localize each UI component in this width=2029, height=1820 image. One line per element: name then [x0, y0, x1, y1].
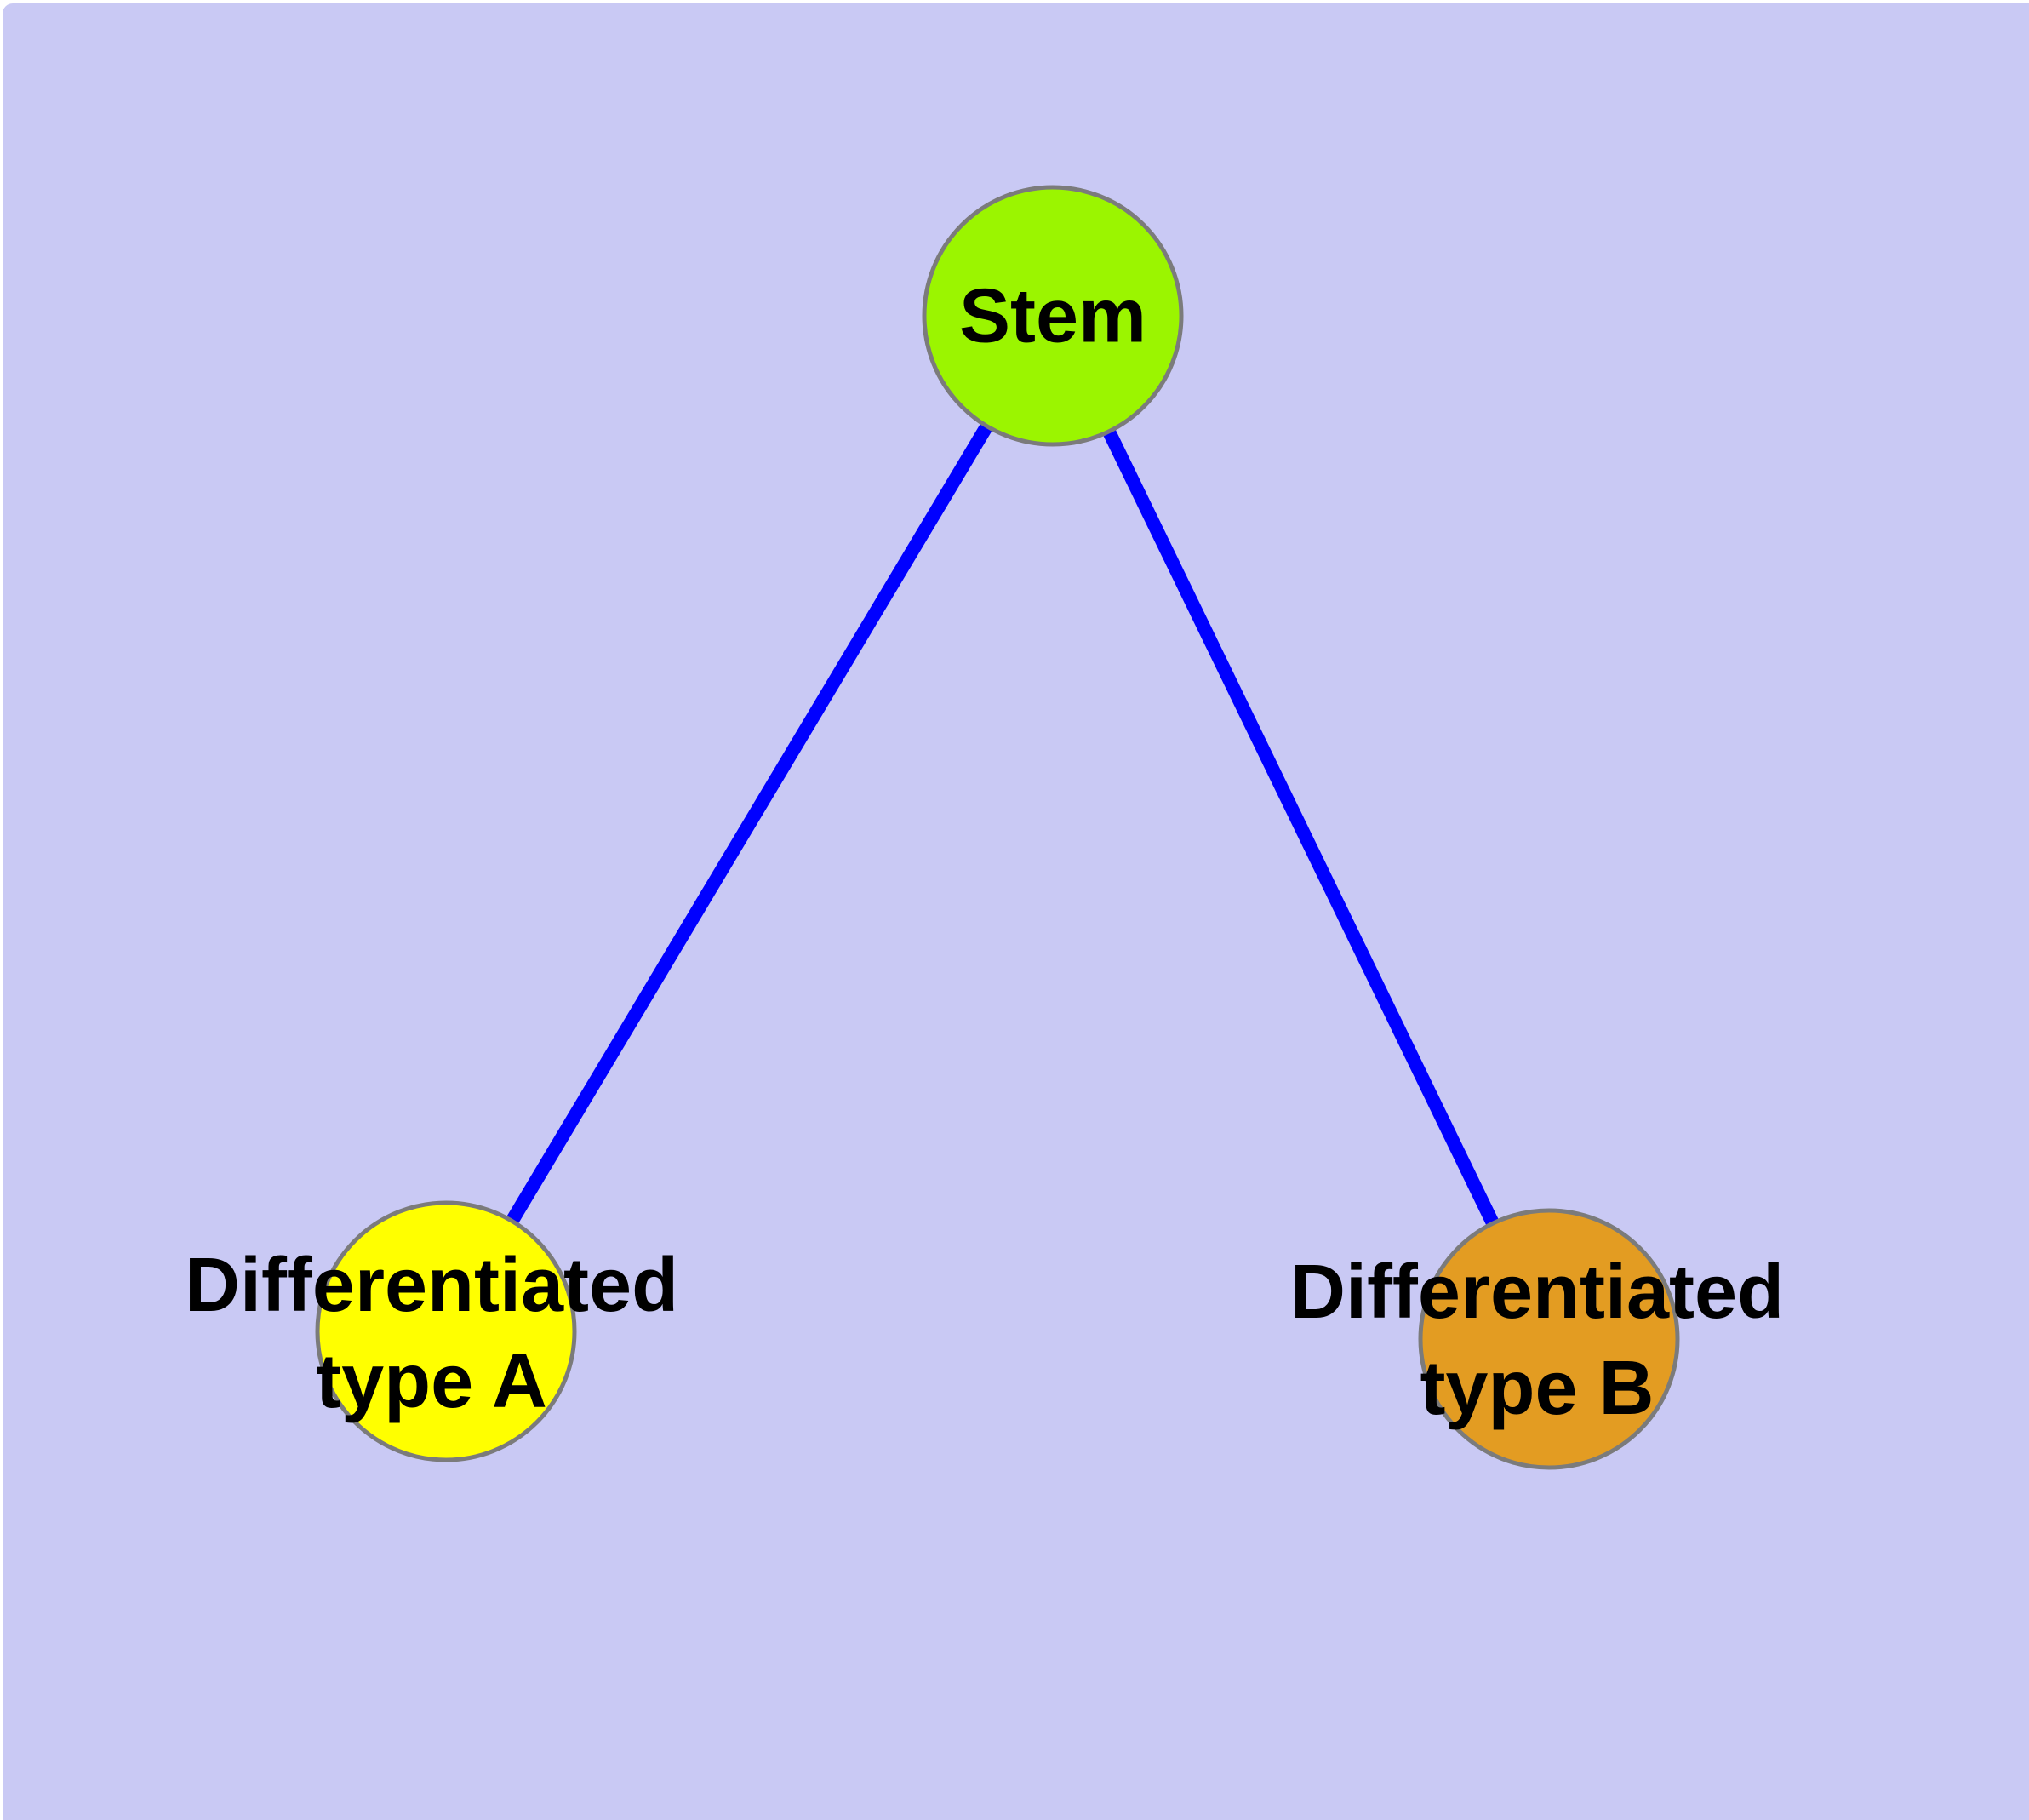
- node-label-stem: Stem: [959, 269, 1146, 365]
- edge-stem-to-type-a: [440, 312, 1059, 1336]
- node-label-type-a-line1: Differentiated: [184, 1243, 679, 1328]
- node-label-type-b-line1: Differentiated: [1289, 1250, 1785, 1335]
- node-label-type-a-line2: type A: [316, 1339, 547, 1424]
- edge-stem-to-type-b: [1046, 312, 1556, 1342]
- node-label-type-b-line2: type B: [1420, 1346, 1655, 1431]
- node-differentiated-type-a: [315, 1200, 577, 1462]
- node-label-differentiated-type-b: Differentiated type B: [1290, 1245, 1784, 1437]
- node-differentiated-type-b: [1418, 1208, 1680, 1470]
- node-stem: [922, 185, 1184, 447]
- node-label-stem-text: Stem: [958, 273, 1147, 359]
- node-label-differentiated-type-a: Differentiated type A: [185, 1238, 678, 1430]
